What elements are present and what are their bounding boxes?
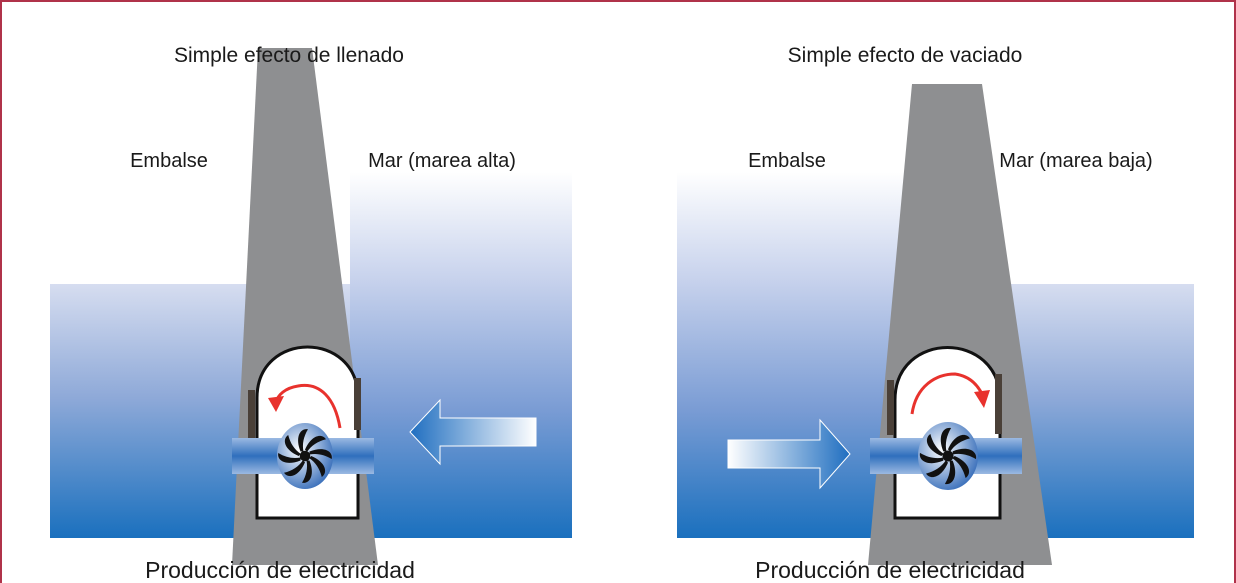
left-title: Simple efecto de llenado — [174, 44, 404, 67]
right-sea-label: Mar (marea baja) — [999, 150, 1152, 172]
left-panel: Simple efecto de llenado Embalse Mar (ma… — [50, 44, 572, 583]
gate-left — [248, 390, 255, 442]
rotation-arrow-icon — [910, 372, 984, 415]
right-caption: Producción de electricidad — [755, 557, 1025, 583]
rotation-arrow-head — [974, 390, 990, 408]
flow-arrow-icon — [727, 418, 851, 490]
left-caption: Producción de electricidad — [145, 557, 415, 583]
flow-arrow-icon — [409, 398, 537, 466]
gate-right — [354, 378, 361, 430]
left-reservoir-label: Embalse — [130, 150, 208, 172]
right-title: Simple efecto de vaciado — [788, 44, 1023, 67]
rotation-arrow-head — [268, 396, 284, 412]
gate-left — [887, 380, 894, 435]
right-reservoir-label: Embalse — [748, 150, 826, 172]
sea-water-high — [350, 172, 572, 538]
right-panel: Simple efecto de vaciado Embalse Mar (ma… — [677, 44, 1194, 583]
gate-right — [995, 374, 1002, 434]
rotation-arrow-icon — [274, 383, 342, 429]
left-sea-label: Mar (marea alta) — [368, 150, 516, 172]
